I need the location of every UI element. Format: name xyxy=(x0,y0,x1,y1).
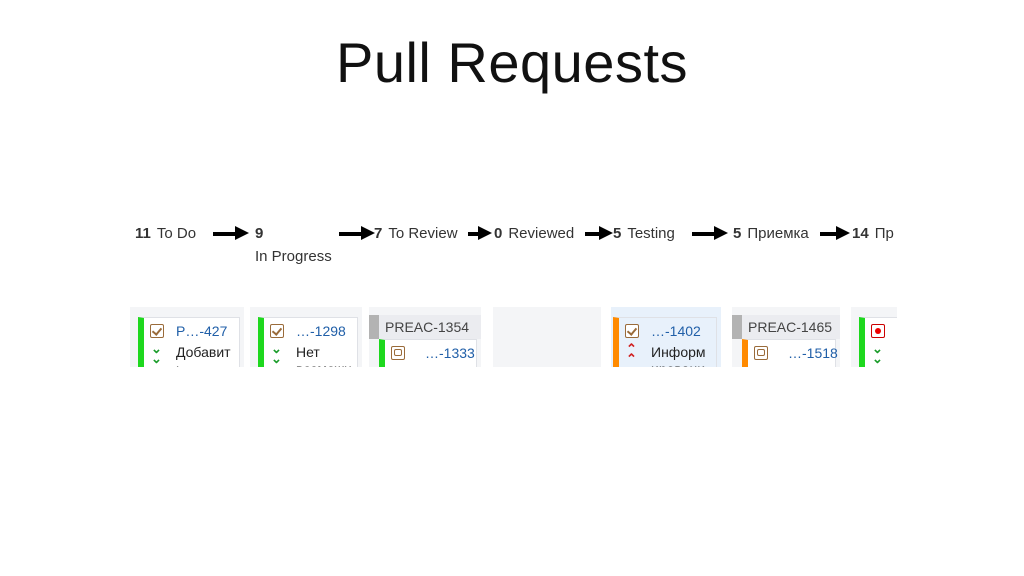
column-header-toreview[interactable]: 7 To Review xyxy=(374,225,458,242)
arrow-right-icon xyxy=(468,226,492,240)
subtask-card[interactable]: …-1333 xyxy=(379,339,477,367)
issue-key[interactable]: P…-427 xyxy=(176,323,228,339)
task-icon xyxy=(270,324,284,338)
arrow-right-icon xyxy=(585,226,613,240)
column-name: Пр xyxy=(874,225,894,242)
task-icon xyxy=(150,324,164,338)
column-header-inprogress[interactable]: 9 In Progress xyxy=(255,225,332,265)
issue-card[interactable]: …-1402 ⌃⌃ Информ ировани xyxy=(613,317,717,367)
parent-issue-key: PREAC-1354 xyxy=(385,319,470,335)
bug-icon xyxy=(871,324,885,338)
issue-card[interactable]: P…-427 ⌄⌄ Добавит ь работу xyxy=(138,317,240,367)
lane-priemka: PREAC-1465 …-1518 xyxy=(732,307,840,367)
column-name: In Progress xyxy=(255,248,332,265)
column-header-priemka[interactable]: 5 Приемка xyxy=(733,225,809,242)
priority-low-icon: ⌄⌄ xyxy=(271,341,282,366)
subtask-icon xyxy=(754,346,768,360)
arrow-right-icon xyxy=(339,226,375,240)
issue-card[interactable]: … ⌄⌄ Д xyxy=(859,317,897,367)
column-name: Testing xyxy=(627,225,675,242)
lane-last: … ⌄⌄ Д xyxy=(851,307,897,367)
issue-card[interactable]: …-1298 ⌄⌄ Нет возможн xyxy=(258,317,358,367)
column-count: 7 xyxy=(374,225,383,242)
parent-status-bar xyxy=(732,315,742,339)
parent-issue-header[interactable]: PREAC-1354 xyxy=(369,315,481,339)
lane-todo: P…-427 ⌄⌄ Добавит ь работу xyxy=(130,307,244,367)
column-count: 5 xyxy=(613,225,622,242)
column-count: 5 xyxy=(733,225,742,242)
column-name: Приемка xyxy=(747,225,809,242)
parent-issue-key: PREAC-1465 xyxy=(748,319,833,335)
column-header-reviewed[interactable]: 0 Reviewed xyxy=(494,225,574,242)
slide-title: Pull Requests xyxy=(335,31,688,94)
priority-low-icon: ⌄⌄ xyxy=(872,341,883,366)
column-header-todo[interactable]: 11 To Do xyxy=(135,225,196,242)
column-header-testing[interactable]: 5 Testing xyxy=(613,225,675,242)
subtask-icon xyxy=(391,346,405,360)
column-count: 0 xyxy=(494,225,503,242)
priority-high-icon: ⌃⌃ xyxy=(626,341,637,366)
issue-key[interactable]: …-1518 xyxy=(788,345,838,361)
column-count: 14 xyxy=(852,225,869,242)
issue-summary: Нет возможн xyxy=(296,344,352,367)
issue-summary: Информ ировани xyxy=(651,344,706,367)
kanban-board: 11 To Do 9 In Progress 7 To Review 0 Review… xyxy=(125,205,897,367)
column-count: 9 xyxy=(255,225,264,242)
issue-key[interactable]: …-1298 xyxy=(296,323,346,339)
priority-low-icon: ⌄⌄ xyxy=(151,341,162,366)
parent-status-bar xyxy=(369,315,379,339)
column-name: Reviewed xyxy=(508,225,575,242)
column-count: 11 xyxy=(135,225,151,242)
issue-key[interactable]: …-1333 xyxy=(425,345,475,361)
column-name: To Do xyxy=(156,225,197,242)
arrow-right-icon xyxy=(820,226,850,240)
lane-testing: …-1402 ⌃⌃ Информ ировани xyxy=(611,307,721,367)
arrow-right-icon xyxy=(213,226,249,240)
task-icon xyxy=(625,324,639,338)
lane-inprogress: …-1298 ⌄⌄ Нет возможн xyxy=(250,307,362,367)
subtask-card[interactable]: …-1518 xyxy=(742,339,838,367)
lane-toreview: PREAC-1354 …-1333 xyxy=(369,307,481,367)
issue-key[interactable]: …-1402 xyxy=(651,323,701,339)
arrow-right-icon xyxy=(692,226,728,240)
issue-summary: Добавит ь работу xyxy=(176,344,231,367)
column-header-last[interactable]: 14 Пр xyxy=(852,225,894,242)
column-name: To Review xyxy=(388,225,458,242)
lane-reviewed xyxy=(493,307,601,367)
parent-issue-header[interactable]: PREAC-1465 xyxy=(732,315,840,339)
